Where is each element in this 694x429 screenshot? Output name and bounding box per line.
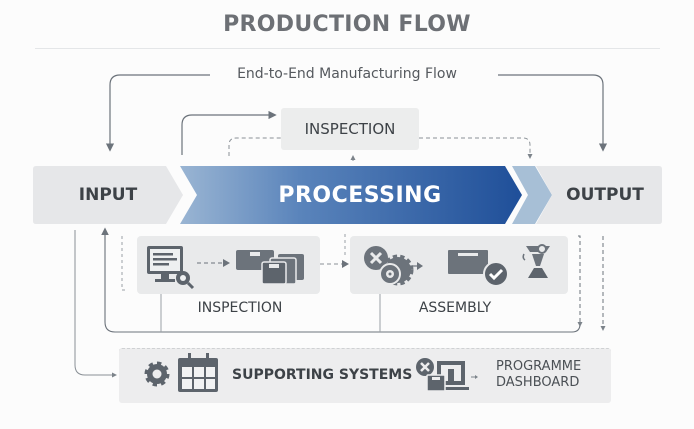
processing-stage-shape xyxy=(180,166,522,224)
return-line-bottom xyxy=(104,230,581,333)
arrow-to-inspection xyxy=(181,110,277,155)
processing-stage-label: PROCESSING xyxy=(278,182,442,208)
subtitle: End-to-End Manufacturing Flow xyxy=(229,66,465,82)
assembly-panel-label: ASSEMBLY xyxy=(418,300,492,316)
devices-icon xyxy=(416,358,478,392)
page-title: PRODUCTION FLOW xyxy=(223,12,471,37)
input-stage-shape xyxy=(33,166,183,224)
output-stage-shape xyxy=(536,166,662,224)
inspection-node[interactable]: INSPECTION xyxy=(281,108,419,150)
title-divider xyxy=(35,48,660,49)
input-stage[interactable]: INPUT xyxy=(33,166,183,224)
transition-chevron xyxy=(512,166,552,224)
line-to-supporting xyxy=(74,230,117,378)
output-stage[interactable]: OUTPUT xyxy=(545,166,665,224)
dashed-inspection-left xyxy=(228,137,281,156)
input-stage-label: INPUT xyxy=(78,185,138,205)
dashed-left-inspection xyxy=(121,236,126,291)
programme-dashboard-link[interactable]: PROGRAMME DASHBOARD xyxy=(496,359,581,391)
box-check-icon xyxy=(448,250,509,287)
dashed-arrow-icon xyxy=(197,259,230,267)
gears-icon xyxy=(364,246,423,286)
gear-icon xyxy=(144,361,170,387)
assembly-panel[interactable] xyxy=(350,236,568,294)
loop-line-top-right xyxy=(498,74,608,152)
output-stage-label: OUTPUT xyxy=(566,185,644,205)
dashed-right-1 xyxy=(577,235,583,327)
robot-arm-icon xyxy=(522,244,550,278)
processing-stage[interactable]: PROCESSING xyxy=(210,166,510,224)
supporting-systems-label: SUPPORTING SYSTEMS xyxy=(232,367,413,383)
inspection-node-label: INSPECTION xyxy=(304,120,396,138)
dashed-inspection-right xyxy=(419,137,533,159)
loop-line-top-left xyxy=(105,74,210,152)
dashboard-label-line2: DASHBOARD xyxy=(496,375,580,390)
monitor-search-icon xyxy=(147,246,195,290)
calendar-icon xyxy=(178,353,218,392)
dashboard-label-line1: PROGRAMME xyxy=(496,359,582,374)
inspection-panel[interactable] xyxy=(137,236,320,294)
inspection-panel-label: INSPECTION xyxy=(197,300,283,316)
boxes-icon xyxy=(236,250,304,285)
dashed-connector-icon xyxy=(320,260,349,268)
